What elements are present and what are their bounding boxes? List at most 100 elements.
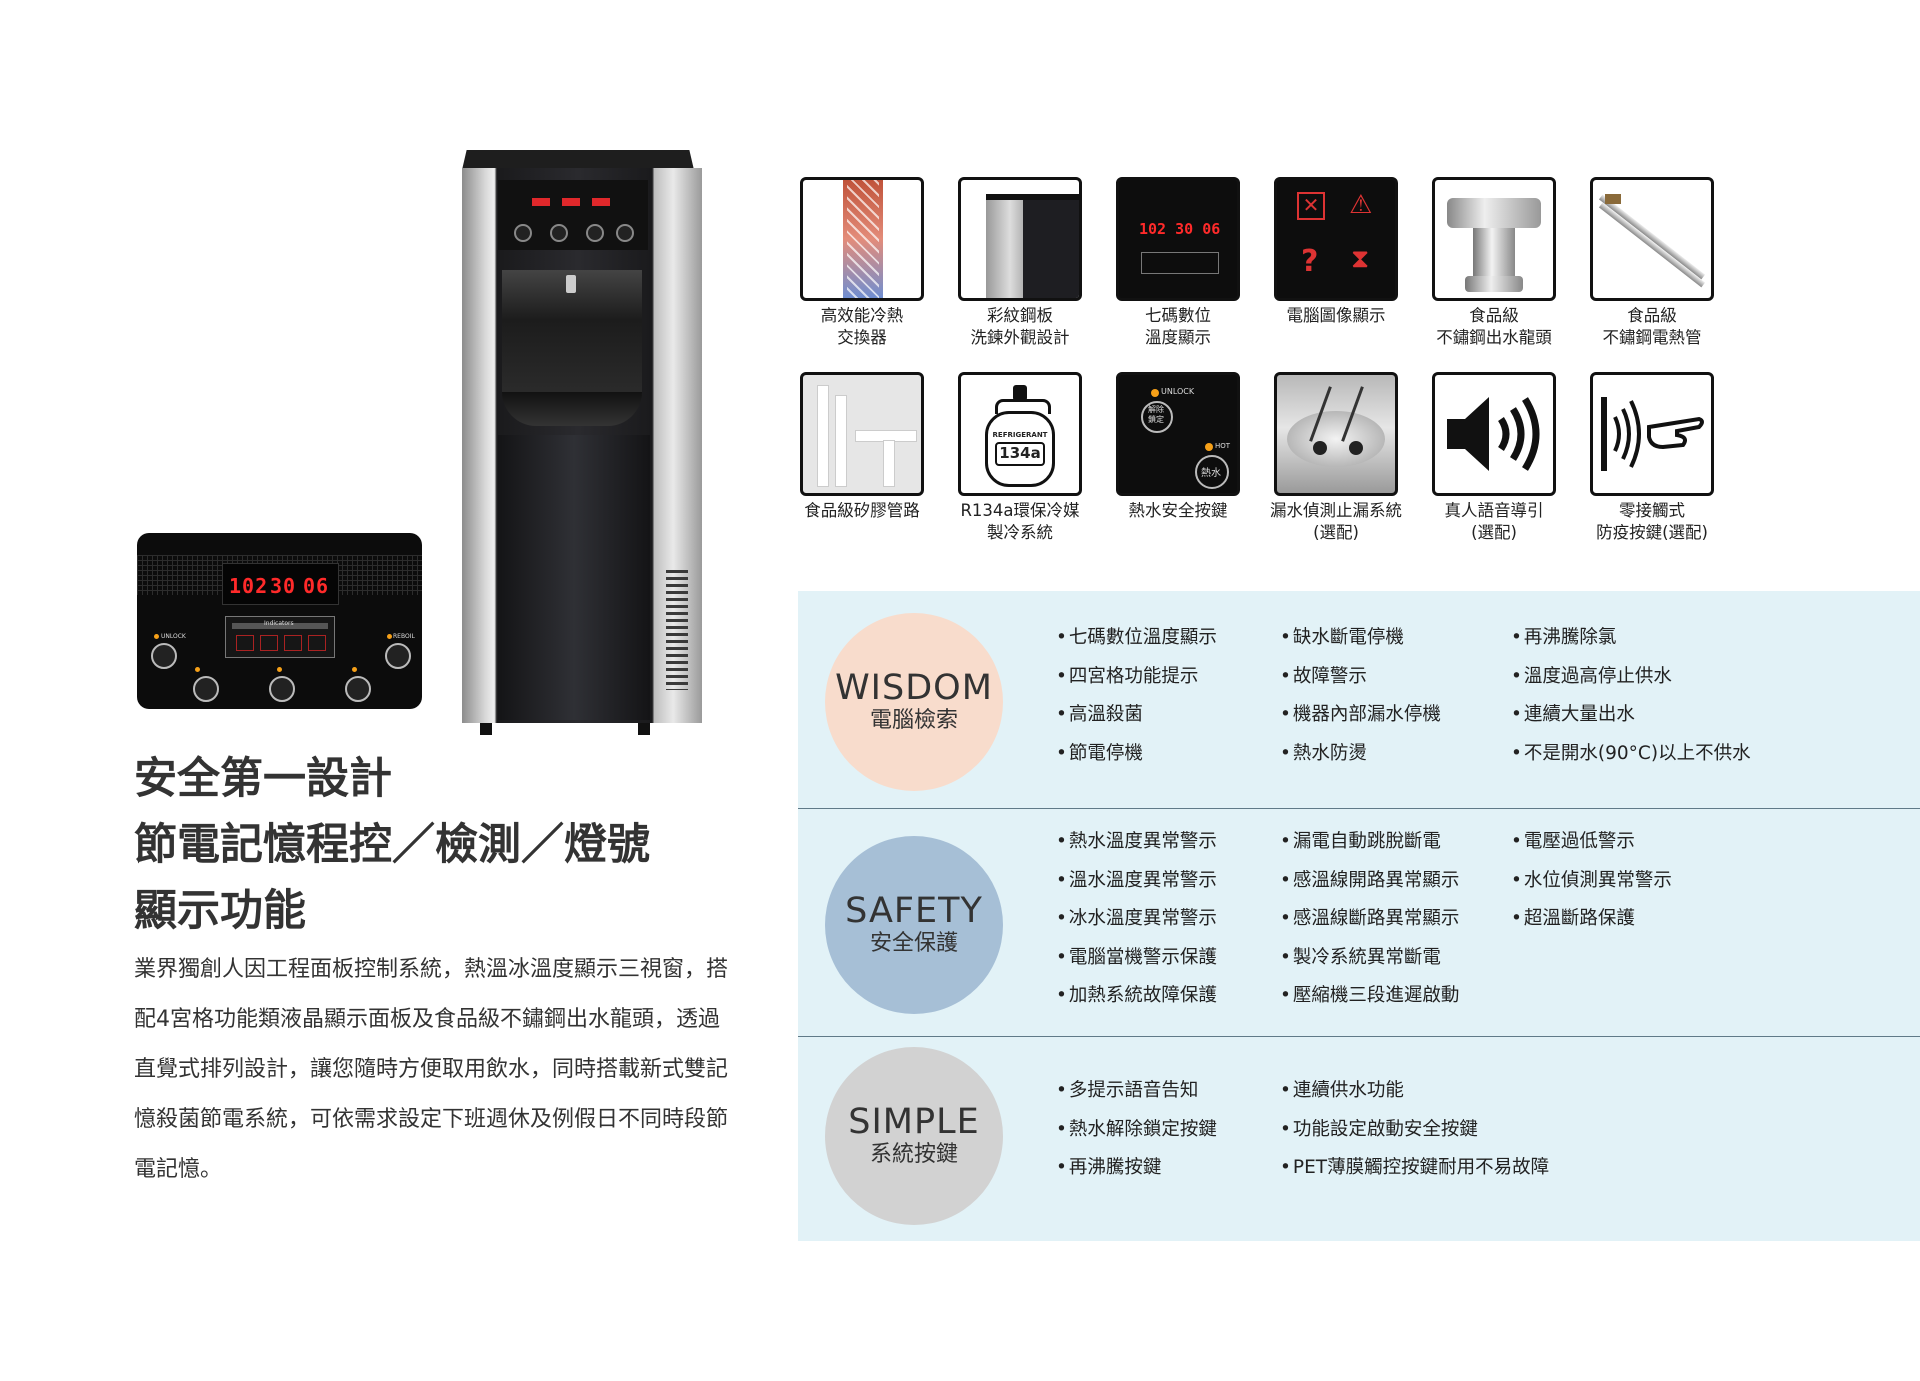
feature-voice-guide: 真人語音導引(選配) <box>1414 372 1574 544</box>
list-item: 不是開水(90°C)以上不供水 <box>1511 735 1751 774</box>
category-title-en: WISDOM <box>835 668 993 708</box>
feature-list-column: 再沸騰除氯 溫度過高停止供水 連續大量出水 不是開水(90°C)以上不供水 <box>1511 619 1751 773</box>
dispenser-vent <box>666 570 688 690</box>
list-item: 熱水防燙 <box>1280 735 1441 774</box>
computer-graphic-display-icon: ✕ ⚠ ? ⧗ <box>1274 177 1398 301</box>
category-badge: SIMPLE 系統按鍵 <box>825 1047 1003 1225</box>
unlock-text: UNLOCK <box>1161 387 1195 396</box>
category-badge: WISDOM 電腦檢索 <box>825 613 1003 791</box>
feature-silicone-tube: 食品級矽膠管路 <box>782 372 942 522</box>
cold-water-button <box>345 676 371 702</box>
feature-list-column: 漏電自動跳脫斷電 感溫線開路異常顯示 感溫線斷路異常顯示 製冷系統異常斷電 壓縮… <box>1280 823 1460 1016</box>
list-item: 多提示語音告知 <box>1056 1072 1217 1111</box>
list-item: 電壓過低警示 <box>1511 823 1672 862</box>
list-item: 再沸騰除氯 <box>1511 619 1751 658</box>
category-title-zh: 系統按鍵 <box>869 1142 958 1167</box>
feature-label: 彩紋鋼板洗鍊外觀設計 <box>970 306 1070 347</box>
feature-label: 食品級不鏽鋼電熱管 <box>1602 306 1702 347</box>
steel-panel-icon <box>958 177 1082 301</box>
hot-water-button <box>193 676 219 702</box>
dispenser-foot <box>638 723 650 735</box>
feature-refrigerant: REFRIGERANT 134a R134a環保冷媒製冷系統 <box>940 372 1100 544</box>
list-item: 缺水斷電停機 <box>1280 619 1441 658</box>
list-item: 感溫線斷路異常顯示 <box>1280 900 1460 939</box>
hot-button-text: 熱水 <box>1201 468 1221 479</box>
unlock-label: UNLOCK <box>161 633 186 640</box>
leak-sensor-icon <box>1274 372 1398 496</box>
feature-steel-faucet: 食品級不鏽鋼出水龍頭 <box>1414 177 1574 349</box>
feature-leak-detection: 漏水偵測止漏系統(選配) <box>1256 372 1416 544</box>
list-item: 七碼數位溫度顯示 <box>1056 619 1217 658</box>
feature-seven-segment: 102 30 06 七碼數位溫度顯示 <box>1098 177 1258 349</box>
control-panel-closeup: 102 30 06 Indicators UNLOCK REBOIL <box>137 533 422 709</box>
list-item: 水位偵測異常警示 <box>1511 862 1672 901</box>
feature-list-column: 熱水溫度異常警示 溫水溫度異常警示 冰水溫度異常警示 電腦當機警示保護 加熱系統… <box>1056 823 1217 1016</box>
speaker-icon <box>1432 372 1556 496</box>
feature-label: 食品級矽膠管路 <box>804 501 920 520</box>
list-item: 機器內部漏水停機 <box>1280 696 1441 735</box>
reboil-label: REBOIL <box>393 633 415 640</box>
list-item: 故障警示 <box>1280 658 1441 697</box>
list-item: 熱水溫度異常警示 <box>1056 823 1217 862</box>
category-title-zh: 電腦檢索 <box>869 708 958 733</box>
feature-list-column: 多提示語音告知 熱水解除鎖定按鍵 再沸騰按鍵 <box>1056 1072 1217 1188</box>
category-title-zh: 安全保護 <box>869 931 958 956</box>
feature-label: 漏水偵測止漏系統(選配) <box>1270 501 1402 542</box>
warm-temp-readout: 30 <box>270 574 297 598</box>
warm-water-button <box>269 676 295 702</box>
feature-list-column: 七碼數位溫度顯示 四宮格功能提示 高溫殺菌 節電停機 <box>1056 619 1217 773</box>
lock-text: 解除鎖定 <box>1148 405 1164 424</box>
category-safety: SAFETY 安全保護 熱水溫度異常警示 溫水溫度異常警示 冰水溫度異常警示 電… <box>798 808 1920 1037</box>
feature-heating-tube: 食品級不鏽鋼電熱管 <box>1572 177 1732 349</box>
category-title-en: SAFETY <box>845 891 983 931</box>
refrigerant-label: REFRIGERANT <box>992 431 1048 439</box>
feature-label: 高效能冷熱交換器 <box>820 306 904 347</box>
hot-temp-readout: 102 <box>229 574 269 598</box>
refrigerant-code: 134a <box>999 444 1041 462</box>
reboil-button <box>385 643 411 669</box>
list-item: 連續供水功能 <box>1280 1072 1549 1111</box>
list-item: 高溫殺菌 <box>1056 696 1217 735</box>
list-item: 溫水溫度異常警示 <box>1056 862 1217 901</box>
dispenser-lower-cabinet <box>498 435 650 720</box>
temperature-display: 102 30 06 <box>222 563 339 605</box>
indicator-panel: Indicators <box>225 616 335 658</box>
list-item: 壓縮機三段進遲啟動 <box>1280 977 1460 1016</box>
list-item: 電腦當機警示保護 <box>1056 939 1217 978</box>
hot-text: HOT <box>1215 442 1231 450</box>
indicator-label: Indicators <box>264 620 294 627</box>
feature-label: 零接觸式防疫按鍵(選配) <box>1596 501 1708 542</box>
list-item: 功能設定啟動安全按鍵 <box>1280 1111 1549 1150</box>
list-item: 溫度過高停止供水 <box>1511 658 1751 697</box>
feature-heat-exchanger: 高效能冷熱交換器 <box>782 177 942 349</box>
list-item: PET薄膜觸控按鍵耐用不易故障 <box>1280 1149 1549 1188</box>
feature-list-column: 連續供水功能 功能設定啟動安全按鍵 PET薄膜觸控按鍵耐用不易故障 <box>1280 1072 1549 1188</box>
water-dispenser-image <box>462 150 702 740</box>
list-item: 感溫線開路異常顯示 <box>1280 862 1460 901</box>
unlock-button <box>151 643 177 669</box>
list-item: 節電停機 <box>1056 735 1217 774</box>
dispenser-control-panel <box>498 180 648 250</box>
heat-exchanger-icon <box>800 177 924 301</box>
cold-temp-readout: 06 <box>303 574 330 598</box>
steel-heating-tube-icon <box>1590 177 1714 301</box>
feature-label: 熱水安全按鍵 <box>1128 501 1228 520</box>
category-simple: SIMPLE 系統按鍵 多提示語音告知 熱水解除鎖定按鍵 再沸騰按鍵 連續供水功… <box>798 1036 1920 1242</box>
feature-touchless-button: 零接觸式防疫按鍵(選配) <box>1572 372 1732 544</box>
list-item: 製冷系統異常斷電 <box>1280 939 1459 978</box>
feature-list-column: 缺水斷電停機 故障警示 機器內部漏水停機 熱水防燙 <box>1280 619 1441 773</box>
list-item: 熱水解除鎖定按鍵 <box>1056 1111 1217 1150</box>
feature-label: R134a環保冷媒製冷系統 <box>960 501 1080 542</box>
feature-label: 食品級不鏽鋼出水龍頭 <box>1436 306 1552 347</box>
feature-graphic-display: ✕ ⚠ ? ⧗ 電腦圖像顯示 <box>1256 177 1416 327</box>
list-item: 連續大量出水 <box>1511 696 1751 735</box>
list-item: 冰水溫度異常警示 <box>1056 900 1217 939</box>
list-item: 超溫斷路保護 <box>1511 900 1672 939</box>
list-item: 再沸騰按鍵 <box>1056 1149 1217 1188</box>
headline-line: 顯示功能 <box>134 886 306 936</box>
dispenser-faucet <box>566 275 576 293</box>
seven-segment-display-icon: 102 30 06 <box>1116 177 1240 301</box>
steel-faucet-icon <box>1432 177 1556 301</box>
category-badge: SAFETY 安全保護 <box>825 836 1003 1014</box>
headline: 安全第一設計 節電記憶程控／檢測／燈號 顯示功能 <box>134 746 754 944</box>
